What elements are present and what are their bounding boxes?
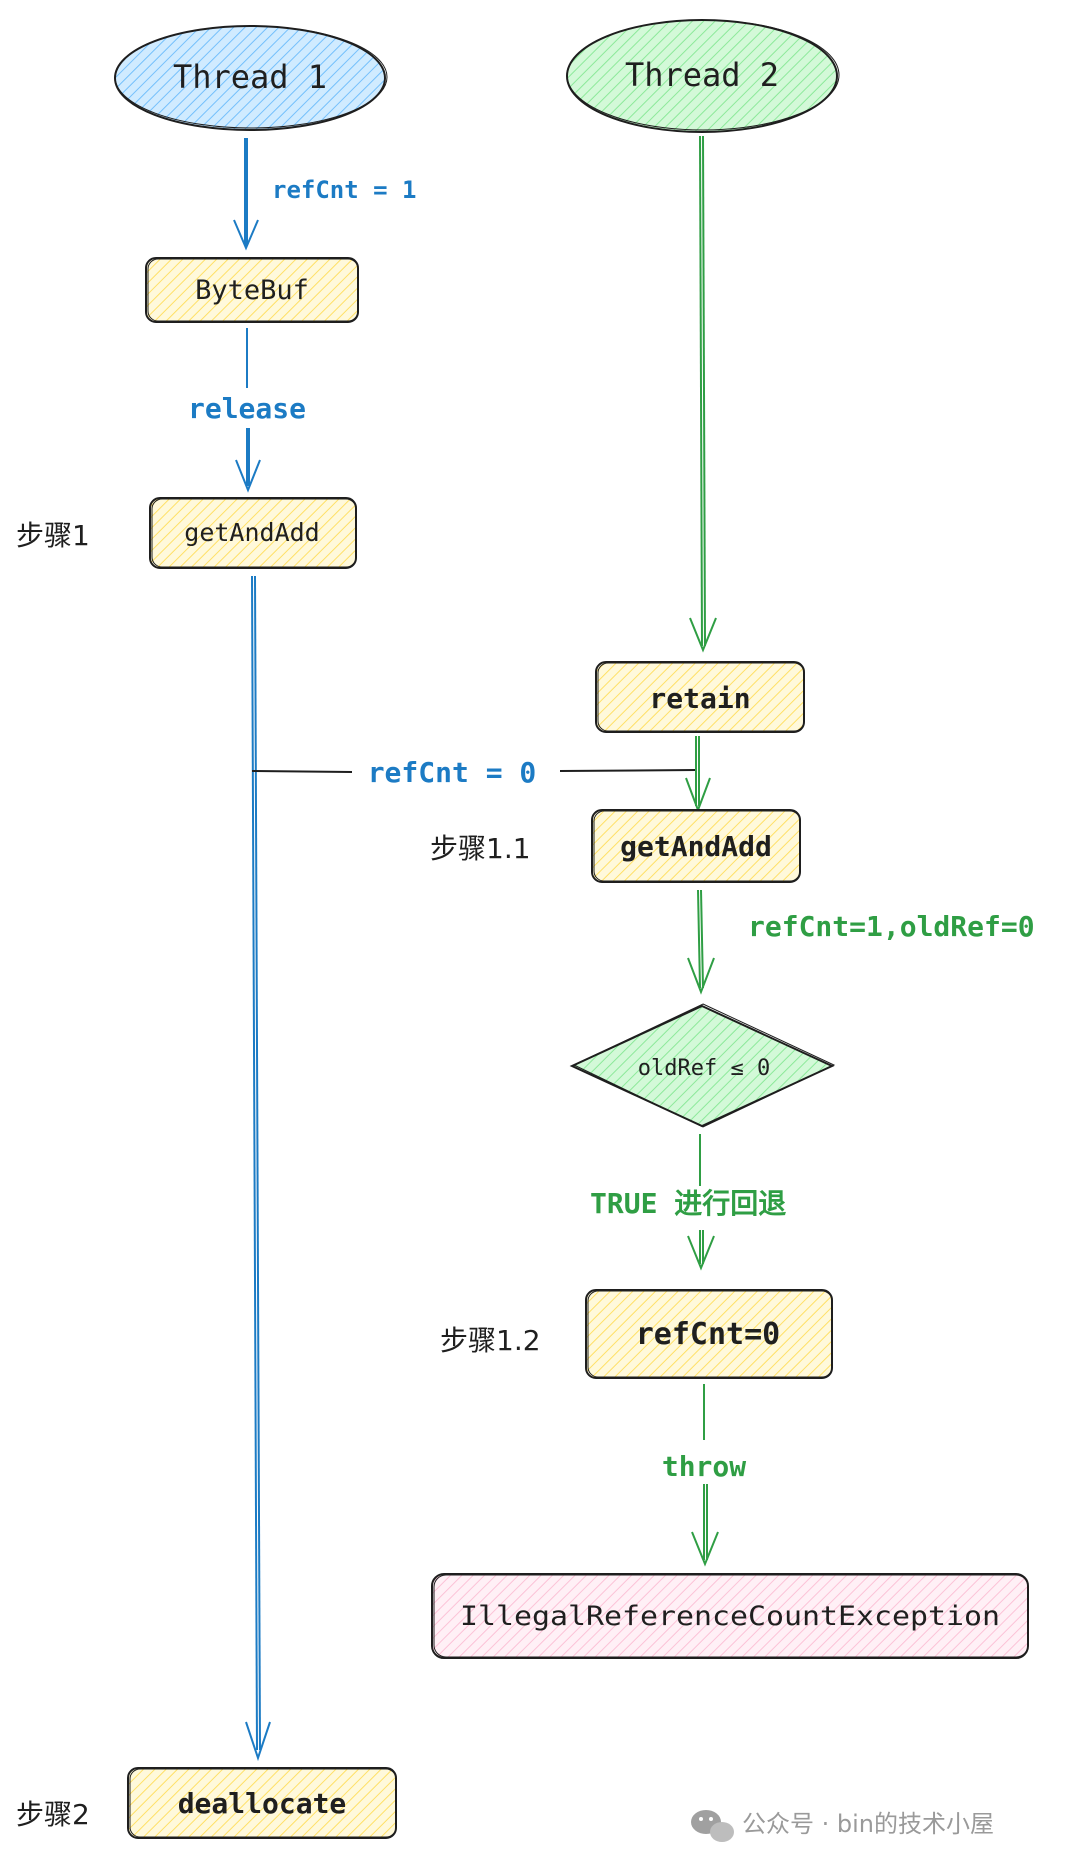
decision-node [569,1003,836,1128]
label-release: release [188,392,306,425]
getandadd1-node [149,497,357,569]
arrow-thread2-retain [689,135,717,653]
label-refcnt-oldref: refCnt=1,oldRef=0 [748,910,1035,943]
crossline-refcnt-zero [251,769,697,773]
label-throw: throw [662,1450,746,1483]
label-refcnt-init: refCnt = 1 [272,176,417,204]
bytebuf-label: ByteBuf [195,275,309,306]
thread2-ellipse [566,19,840,133]
thread1-ellipse [114,25,388,131]
arrow-retain-getandadd [685,736,711,813]
refcnt-zero-label: refCnt=0 [636,1317,781,1352]
label-true-rollback: TRUE 进行回退 [590,1187,786,1220]
thread1-label: Thread 1 [173,58,327,96]
retain-node [595,661,805,733]
deallocate-label: deallocate [178,1787,347,1820]
arrow-thread1-bytebuf [233,138,259,251]
exception-node [431,1573,1029,1659]
label-refcnt-zero-cross: refCnt = 0 [368,756,537,789]
getandadd1-label: getAndAdd [184,518,319,547]
arrow-decision-refcnt [687,1134,715,1271]
refcnt-zero-node [585,1289,833,1379]
deallocate-node [127,1767,397,1839]
arrow-getandadd-decision [687,889,715,995]
retain-label: retain [649,682,750,715]
arrow-refcnt-exception [691,1384,719,1567]
getandadd2-node [591,809,801,883]
step2-label: 步骤2 [16,1798,90,1831]
step1-label: 步骤1 [16,519,90,552]
step1-2-label: 步骤1.2 [440,1324,541,1357]
getandadd2-label: getAndAdd [620,830,772,863]
arrow-getandadd-deallocate [245,575,271,1762]
thread2-label: Thread 2 [625,56,779,94]
decision-label: oldRef ≤ 0 [638,1056,770,1081]
wechat-icon [691,1810,734,1842]
watermark-text: 公众号 · bin的技术小屋 [742,1810,994,1838]
exception-label: IllegalReferenceCountException [460,1601,1000,1632]
bytebuf-node [145,257,359,323]
arrow-bytebuf-getandadd [235,328,261,493]
step1-1-label: 步骤1.1 [430,832,531,865]
